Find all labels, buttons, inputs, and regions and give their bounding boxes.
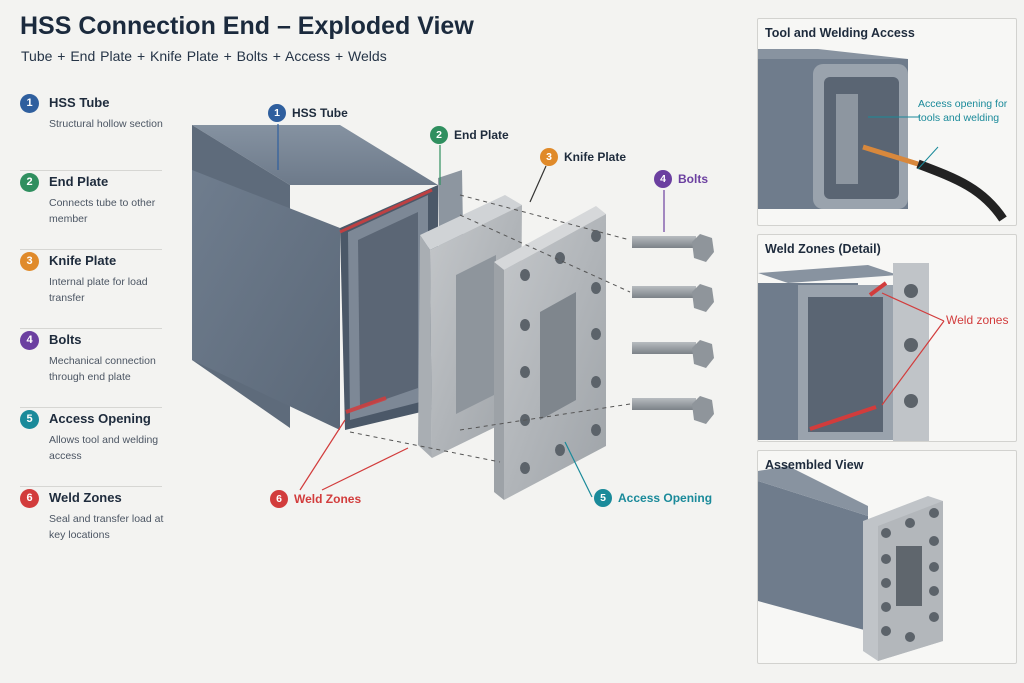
bolt <box>632 234 714 262</box>
panel-assembled-view: Assembled View <box>757 450 1017 664</box>
legend-item-description: Connects tube to other member <box>49 197 156 225</box>
legend-item-knife-plate: 3 Knife Plate Internal plate for load tr… <box>20 250 162 329</box>
bolt <box>632 284 714 312</box>
tool-access-illustration <box>758 49 1007 222</box>
bolt <box>632 396 714 424</box>
legend-item-description: Structural hollow section <box>49 118 163 130</box>
panel-title: Tool and Welding Access <box>765 26 915 40</box>
assembled-view-illustration <box>758 466 943 661</box>
callout-number: 4 <box>654 170 672 188</box>
weld-bead-top <box>339 188 433 234</box>
callout-label: Access Opening <box>618 491 713 505</box>
legend-item-bolts: 4 Bolts Mechanical connection through en… <box>20 329 162 408</box>
callout-bolts: 4 Bolts <box>654 170 708 188</box>
callout-number: 6 <box>270 490 288 508</box>
callout-label: Knife Plate <box>564 150 627 164</box>
panel-weld-zones: Weld Zones (Detail) Weld zones <box>757 234 1017 442</box>
component-legend: 1 HSS Tube Structural hollow section 2 E… <box>20 92 163 565</box>
panel-title: Assembled View <box>765 458 864 472</box>
leader-line-knife-plate <box>529 165 547 203</box>
hss-tube-shape <box>192 125 438 430</box>
legend-item-title: Weld Zones <box>49 490 122 505</box>
legend-item-description: Internal plate for load transfer <box>49 276 148 304</box>
legend-item-end-plate: 2 End Plate Connects tube to other membe… <box>20 171 162 250</box>
bolt <box>632 340 714 368</box>
callout-label: Weld Zones <box>294 492 362 506</box>
callout-number: 5 <box>594 489 612 507</box>
legend-item-description: Mechanical connection through end plate <box>49 355 156 383</box>
access-opening-note: Access opening for tools and welding <box>918 98 1008 124</box>
callout-hss-tube: 1 HSS Tube <box>268 104 348 122</box>
legend-item-access-opening: 5 Access Opening Allows tool and welding… <box>20 408 162 487</box>
callout-number: 2 <box>430 126 448 144</box>
end-plate-bolted-shape <box>494 206 606 500</box>
weld-zones-note: Weld zones <box>946 313 1009 327</box>
legend-number-badge: 3 <box>20 252 39 271</box>
callout-label: Bolts <box>678 172 708 186</box>
callout-end-plate: 2 End Plate <box>430 126 509 144</box>
assembly-guide-lines <box>349 194 631 463</box>
page-subtitle: Tube + End Plate + Knife Plate + Bolts +… <box>21 48 387 64</box>
callout-knife-plate: 3 Knife Plate <box>540 148 626 166</box>
callout-weld-zones: 6 Weld Zones <box>270 490 361 508</box>
legend-item-title: Knife Plate <box>49 253 117 268</box>
leader-line-weld-1 <box>299 419 346 491</box>
weld-bead-bottom <box>345 396 387 414</box>
callout-label: End Plate <box>454 128 509 142</box>
legend-item-description: Allows tool and welding access <box>49 434 159 462</box>
legend-number-badge: 1 <box>20 94 39 113</box>
legend-number-badge: 4 <box>20 331 39 350</box>
legend-item-hss-tube: 1 HSS Tube Structural hollow section <box>20 92 163 171</box>
legend-number-badge: 5 <box>20 410 39 429</box>
legend-item-title: HSS Tube <box>49 95 110 110</box>
leader-line-access <box>564 441 593 498</box>
legend-number-badge: 6 <box>20 489 39 508</box>
bolt-set <box>632 234 714 424</box>
callout-label: HSS Tube <box>292 106 348 120</box>
panel-title: Weld Zones (Detail) <box>765 242 881 256</box>
callout-number: 3 <box>540 148 558 166</box>
legend-item-title: Access Opening <box>49 411 151 426</box>
legend-item-title: Bolts <box>49 332 82 347</box>
callout-number: 1 <box>268 104 286 122</box>
exploded-view-diagram <box>192 124 714 500</box>
page-title: HSS Connection End – Exploded View <box>20 12 474 40</box>
legend-number-badge: 2 <box>20 173 39 192</box>
callout-access-opening: 5 Access Opening <box>594 489 712 507</box>
panel-tool-access: Tool and Welding Access Access opening f… <box>757 18 1017 226</box>
legend-item-title: End Plate <box>49 174 109 189</box>
legend-item-weld-zones: 6 Weld Zones Seal and transfer load at k… <box>20 487 163 565</box>
legend-item-description: Seal and transfer load at key locations <box>49 513 164 541</box>
leader-line-weld-2 <box>321 447 409 491</box>
weld-zones-illustration <box>758 263 945 441</box>
